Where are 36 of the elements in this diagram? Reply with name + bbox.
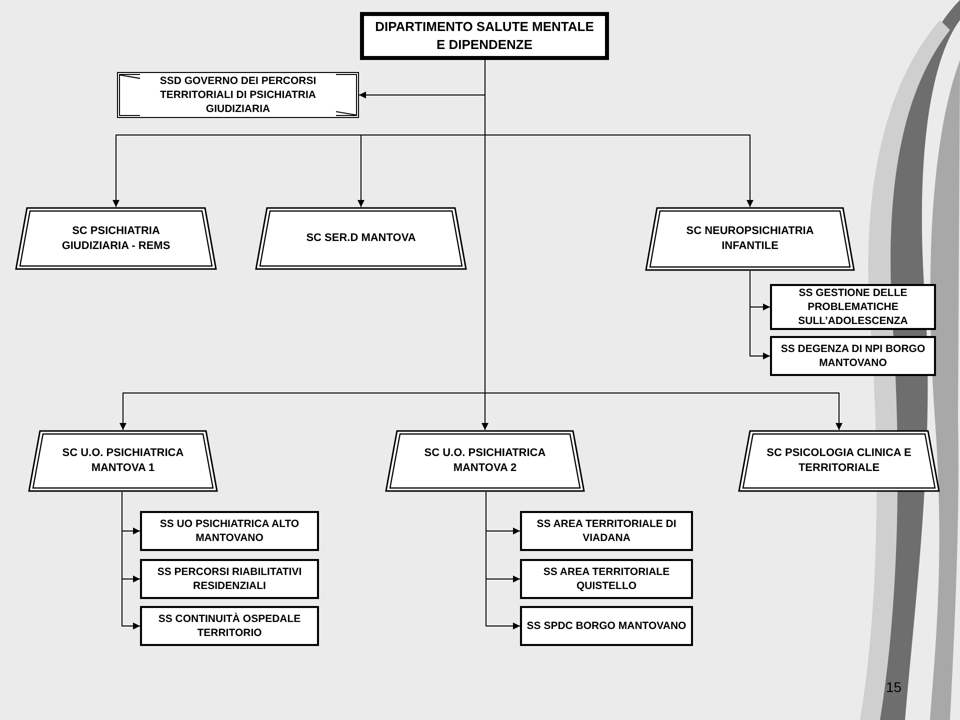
unit-label: SS CONTINUITÀ OSPEDALE TERRITORIO <box>157 612 302 640</box>
subunit-box <box>770 336 936 376</box>
unit-label: SS PERCORSI RIABILITATIVI RESIDENZIALI <box>156 564 303 594</box>
subunit-box <box>770 284 936 330</box>
page-number: 15 <box>886 679 902 695</box>
unit-box <box>117 72 359 118</box>
unit-label: DIPARTIMENTO SALUTE MENTALE E DIPENDENZE <box>374 18 595 54</box>
unit-label: SC U.O. PSICHIATRICA MANTOVA 1 <box>61 446 185 476</box>
unit-label: SC NEUROPSICHIATRIA INFANTILE <box>685 224 815 254</box>
department-box <box>360 12 609 60</box>
subunit-box <box>520 511 693 551</box>
subunit-box <box>520 559 693 599</box>
unit-trapezoid <box>738 430 940 492</box>
unit-label: SC PSICOLOGIA CLINICA E TERRITORIALE <box>766 446 912 476</box>
unit-trapezoid <box>385 430 585 492</box>
unit-label: SC SER.D MANTOVA <box>306 231 416 246</box>
subunit-box <box>140 606 319 646</box>
unit-trapezoid <box>15 207 217 270</box>
subunit-box <box>140 511 319 551</box>
unit-label: SS AREA TERRITORIALE QUISTELLO <box>542 564 671 594</box>
unit-label: SS GESTIONE DELLE PROBLEMATICHE SULL’ADOLESCENZA <box>797 286 909 328</box>
connector-arrow <box>486 492 520 630</box>
unit-label: SC U.O. PSICHIATRICA MANTOVA 2 <box>423 446 547 476</box>
unit-trapezoid <box>255 207 467 270</box>
unit-label: SS AREA TERRITORIALE DI VIADANA <box>536 516 678 546</box>
unit-trapezoid <box>28 430 218 492</box>
connector-arrow <box>122 492 140 630</box>
subunit-box <box>140 559 319 599</box>
unit-label: SS SPDC BORGO MANTOVANO <box>526 618 686 634</box>
connector-arrow <box>750 270 770 360</box>
unit-label: SS DEGENZA DI NPI BORGO MANTOVANO <box>780 342 926 370</box>
unit-trapezoid <box>645 207 855 271</box>
subunit-box <box>520 606 693 646</box>
unit-label: SS UO PSICHIATRICA ALTO MANTOVANO <box>158 516 300 546</box>
unit-label: SSD GOVERNO DEI PERCORSI TERRITORIALI DI PSICHIATRIA GIUDIZIARIA <box>140 74 336 116</box>
unit-label: SC PSICHIATRIA GIUDIZIARIA - REMS <box>60 224 172 254</box>
